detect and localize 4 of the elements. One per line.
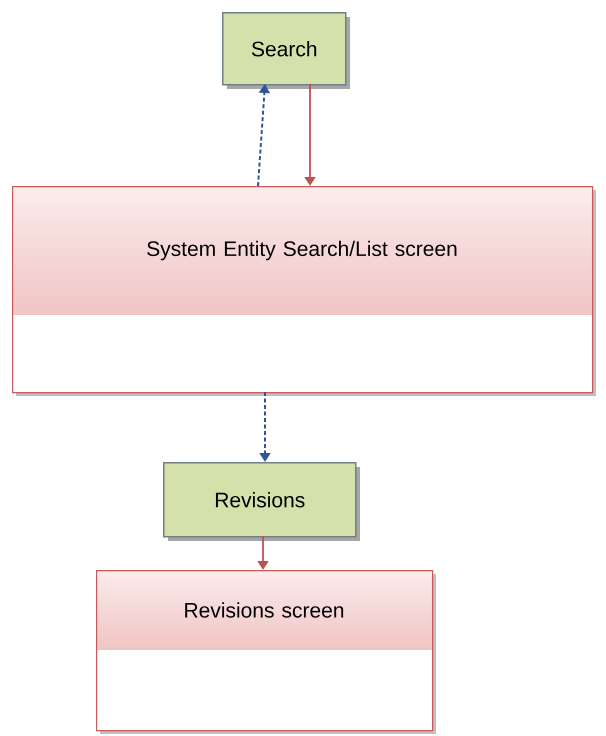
screen-box: Revisions screen [96, 570, 436, 734]
screen-box: System Entity Search/List screen [12, 186, 596, 396]
action-box: Revisions [163, 462, 360, 541]
action-box: Search [222, 12, 350, 89]
